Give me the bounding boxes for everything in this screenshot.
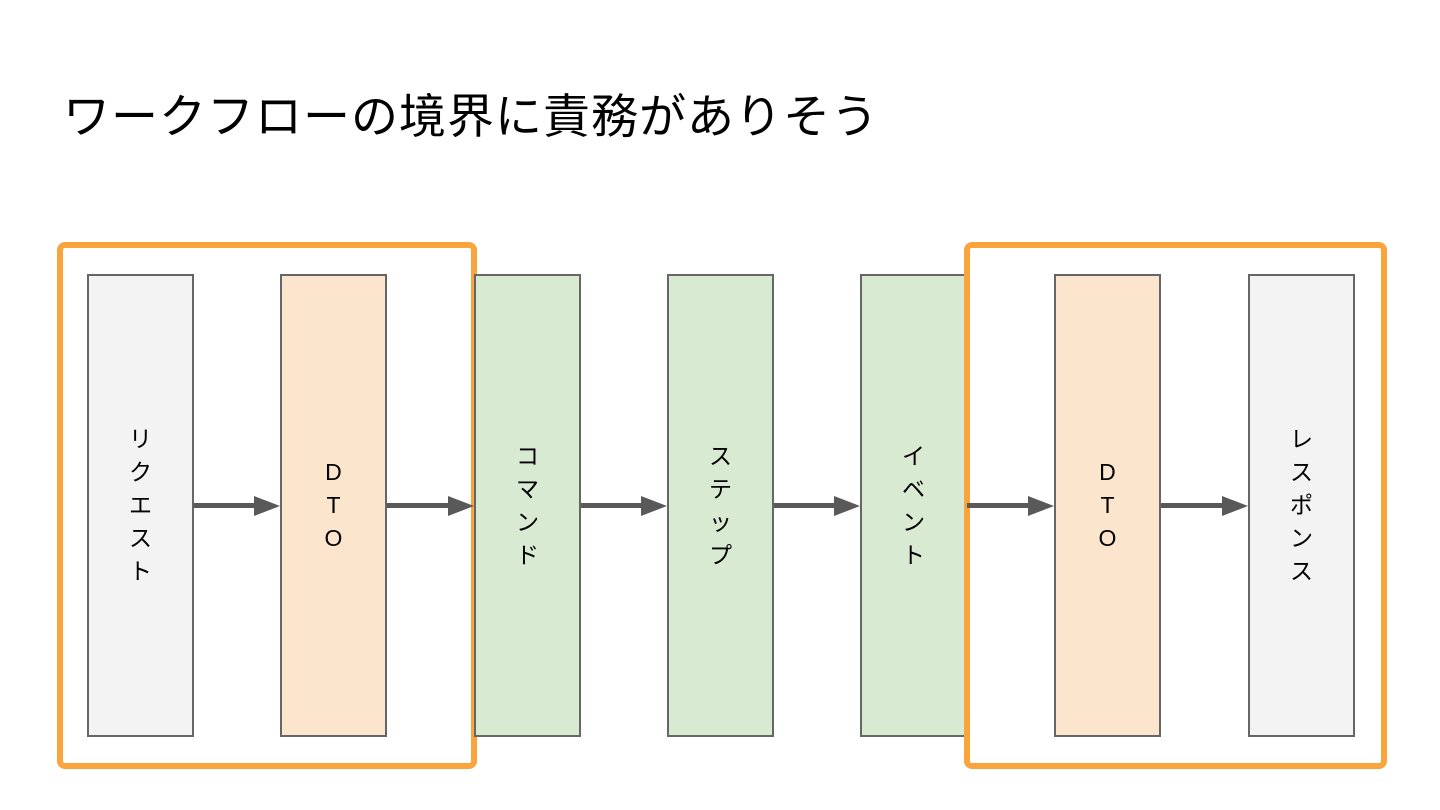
flow-box-2-green: コマンド [474,274,581,737]
flow-arrow-3-head [834,495,860,516]
flow-box-0-gray: リクエスト [87,274,194,737]
flow-arrow-1-line [387,503,452,508]
flow-arrow-5-line [1161,503,1226,508]
flow-box-6-gray: レスポンス [1248,274,1355,737]
flow-arrow-4-head [1028,495,1054,516]
flow-arrow-3-line [774,503,838,508]
flow-arrow-5-head [1222,495,1248,516]
box-label: レスポンス [1290,426,1313,584]
box-label: ステップ [709,442,732,568]
flow-arrow-2-line [581,503,645,508]
box-label: リクエスト [129,426,152,584]
box-label: イベント [902,442,925,568]
flow-arrow-0-line [194,503,258,508]
flow-arrow-1-head [448,495,474,516]
slide-title: ワークフローの境界に責務がありそう [63,90,879,143]
flow-box-3-green: ステップ [667,274,774,737]
box-label: コマンド [516,442,539,568]
flow-arrow-0-head [254,495,280,516]
flow-arrow-2-head [641,495,667,516]
flow-arrow-4-line [967,503,1032,508]
flow-box-4-green: イベント [860,274,967,737]
